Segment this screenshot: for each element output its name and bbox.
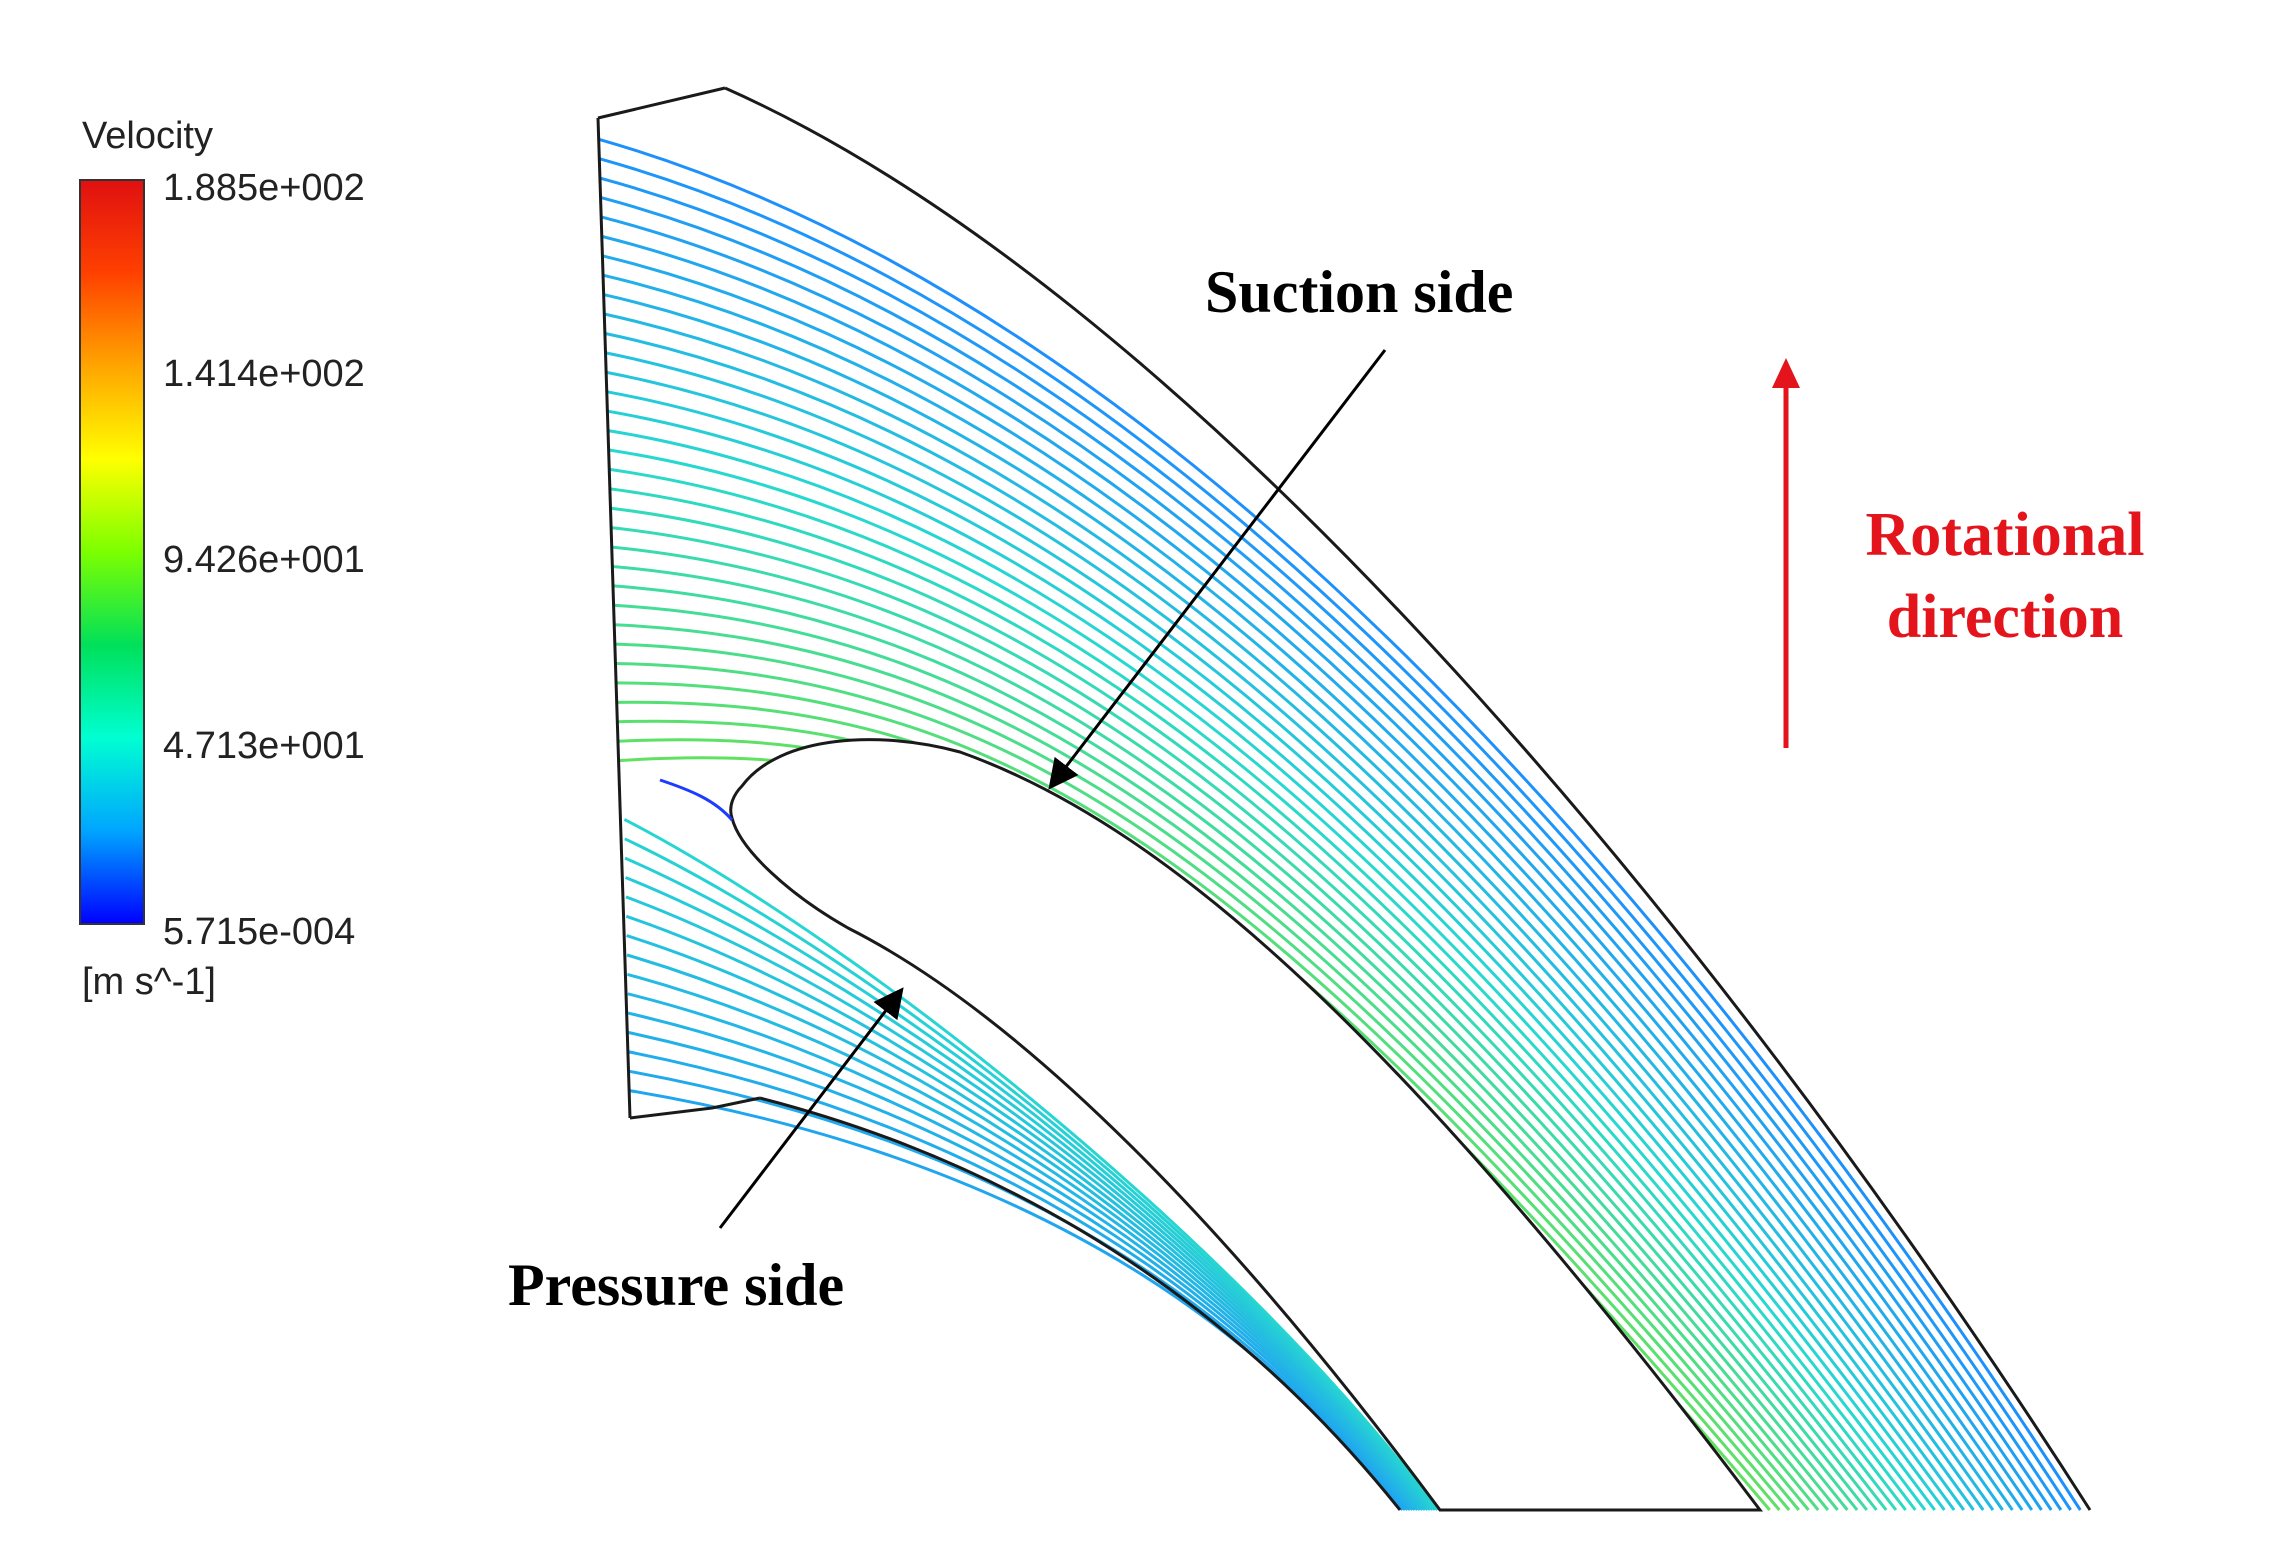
streamline [607,409,1946,1511]
streamline [608,448,1927,1511]
streamline [598,137,2082,1511]
streamline [601,215,2043,1511]
streamline [600,196,2053,1511]
streamline [628,1050,1409,1511]
pressure-side-label: Pressure side [508,1252,844,1318]
domain-bottom-edge [629,1096,761,1120]
streamline [611,526,1888,1511]
streamline [627,1011,1414,1511]
rotation-arrow-head [1772,358,1800,388]
streamline [608,429,1936,1511]
streamline [613,603,1849,1511]
legend-title: Velocity [82,115,213,157]
blade-profile [729,738,1764,1512]
streamline [609,467,1917,1511]
velocity-legend: Velocity 1.885e+002 1.414e+002 9.426e+00… [79,115,365,1003]
legend-tick-2: 1.414e+002 [163,353,365,395]
streamline [625,895,1429,1511]
streamline [609,487,1907,1511]
legend-tick-3: 9.426e+001 [163,539,365,581]
streamline [612,565,1868,1511]
streamline-field [598,137,2082,1511]
streamline [628,1031,1412,1511]
streamline [602,254,2024,1511]
legend-tick-max: 1.885e+002 [163,167,365,209]
streamline [606,390,1956,1511]
streamline [626,934,1424,1511]
streamline [629,1089,1404,1511]
domain-inlet-boundary [596,117,632,1119]
streamline [612,584,1859,1511]
rotational-direction-annotation: Rotational direction [1772,358,2145,748]
legend-tick-4: 4.713e+001 [163,725,365,767]
streamline [606,370,1966,1511]
passage-lower-boundary [759,1096,1402,1511]
streamline [603,273,2014,1511]
pressure-side-annotation: Pressure side [508,987,904,1318]
streamline [627,992,1417,1511]
streamline [605,351,1975,1511]
suction-side-label: Suction side [1205,259,1513,325]
suction-side-annotation: Suction side [1048,259,1513,790]
domain-outline [596,86,2092,1511]
streamline [603,293,2004,1511]
streamline [611,545,1878,1511]
streamline [604,332,1985,1511]
streamline [601,235,2034,1511]
streamline [600,176,2063,1511]
streamline [614,642,1830,1511]
streamline [614,623,1839,1511]
domain-outer-boundary [724,86,2092,1511]
legend-colorbar [79,179,145,925]
domain-top-edge [597,86,726,120]
legend-tick-min: 5.715e-004 [163,911,355,953]
rotation-label-line1: Rotational [1866,501,2145,569]
rotation-label-line2: direction [1887,583,2124,651]
streamline [625,914,1427,1511]
streamline [615,662,1820,1511]
streamline [616,681,1810,1511]
pressure-side-arrow [718,987,904,1229]
streamline [604,312,1995,1511]
streamline [599,157,2072,1511]
streamline [624,856,1434,1511]
leading-edge-vortex [659,778,734,821]
streamline [624,876,1432,1511]
pressure-passage-streamlines [623,818,1439,1511]
suction-passage-streamlines [598,137,2082,1511]
streamline [610,506,1898,1511]
streamline [626,953,1422,1511]
streamline [627,972,1419,1511]
streamline [624,837,1437,1511]
suction-side-arrow [1048,349,1387,790]
legend-unit: [m s^-1] [82,961,216,1003]
streamline [623,818,1439,1511]
